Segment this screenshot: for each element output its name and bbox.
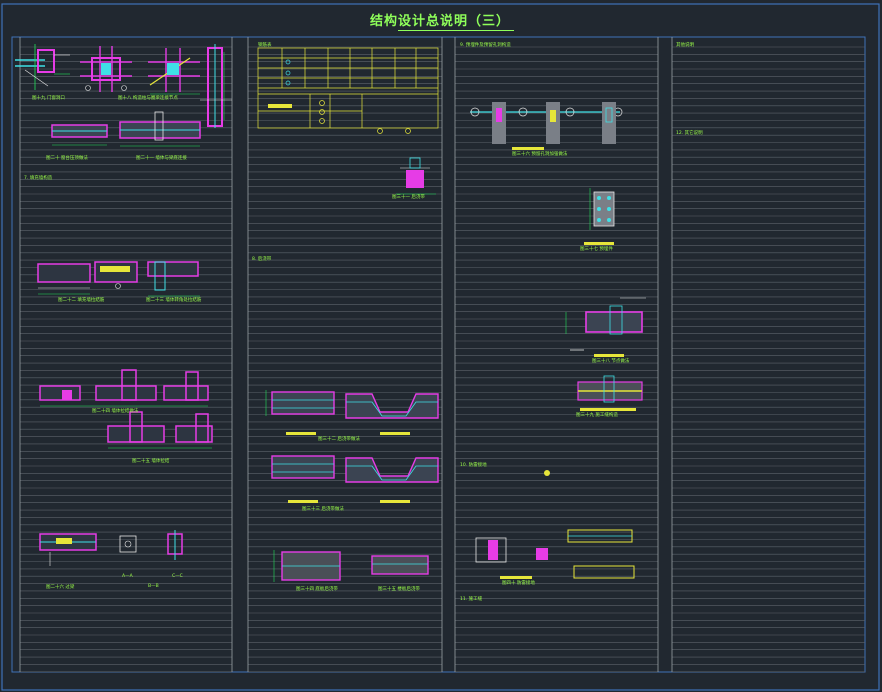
detail-sill-3 (147, 261, 200, 297)
detail-lintel-bottom (39, 530, 183, 566)
column-separators (19, 37, 673, 672)
detail-column-edge (200, 44, 232, 128)
caption: 图三十六 预留孔洞加强做法 (512, 152, 568, 157)
detail-post-cast-3 (271, 455, 335, 503)
outer-frame (1, 3, 880, 691)
caption: 图二十 窗台压顶做法 (46, 156, 88, 161)
caption: 图二十四 墙体拉结做法 (92, 409, 139, 414)
detail-beam-bottom (39, 369, 209, 407)
heading-embeds: 9. 预埋件及预留孔洞构造 (460, 43, 511, 48)
caption: 图三十八 节点做法 (592, 359, 630, 364)
caption: 图三十九 施工缝构造 (576, 413, 618, 418)
detail-opening-reinforcement (470, 102, 623, 150)
caption: A—A (122, 574, 133, 579)
detail-construction-joint (577, 375, 643, 411)
caption: 图三十五 楼板后浇带 (378, 587, 420, 592)
detail-t-joint (148, 48, 200, 95)
heading-post-cast: 8. 后浇带 (252, 257, 272, 262)
caption: 图二十三 墙体转角处拉结筋 (146, 298, 202, 303)
heading-other: 其他说明 (676, 43, 694, 48)
caption: 图十九 门窗洞口 (32, 96, 65, 101)
caption: 图十八 构造柱与圈梁连接节点 (118, 96, 178, 101)
sheet-title: 结构设计总说明（三） (369, 14, 510, 29)
caption: 图二十六 过梁 (46, 585, 75, 590)
lightning-marker (544, 470, 550, 476)
detail-post-cast-1 (265, 390, 335, 435)
detail-wall-tie (107, 411, 213, 449)
heading-rebar-table: 钢筋表 (258, 43, 272, 48)
detail-sill-1 (37, 263, 91, 295)
detail-embed-plate (584, 188, 615, 245)
caption: 图三十二 后浇带做法 (318, 437, 360, 442)
detail-lintel-a (51, 124, 108, 146)
detail-post-cast-2 (345, 393, 439, 435)
detail-cross-joint (80, 46, 132, 92)
caption: 图四十 防雷接地 (502, 581, 535, 586)
detail-sill-2 (94, 261, 138, 289)
detail-small-column (396, 157, 436, 195)
detail-slab-strip (273, 550, 429, 582)
detail-post-cast-4 (345, 457, 439, 503)
caption: C—C (172, 574, 183, 579)
heading-infill-wall: 7. 填充墙构造 (24, 176, 53, 181)
detail-grounding (475, 529, 635, 579)
caption: 图二十五 墙体拉结 (132, 459, 170, 464)
heading-lightning: 10. 防雷接地 (460, 463, 487, 468)
caption: 图三十一 后浇带 (392, 195, 425, 200)
heading-construction-joint: 11. 施工缝 (460, 597, 483, 602)
rebar-table (257, 47, 439, 134)
detail-wall-corner (15, 44, 70, 90)
caption: 图三十三 后浇带做法 (302, 507, 344, 512)
title-underline (398, 30, 514, 31)
caption: 图二十二 填充墙拉结筋 (58, 298, 105, 303)
detail-lintel-b (119, 111, 201, 147)
ruled-lines (20, 46, 865, 673)
caption: 图三十四 底板后浇带 (296, 587, 338, 592)
rebar-table-tag (268, 104, 292, 108)
caption: 图二十一 墙体与梁底连接 (136, 156, 187, 161)
caption: 图三十七 预埋件 (580, 247, 613, 252)
caption: B—B (148, 584, 159, 589)
detail-node (565, 297, 646, 357)
heading-other-notes: 12. 其它说明 (676, 131, 703, 136)
